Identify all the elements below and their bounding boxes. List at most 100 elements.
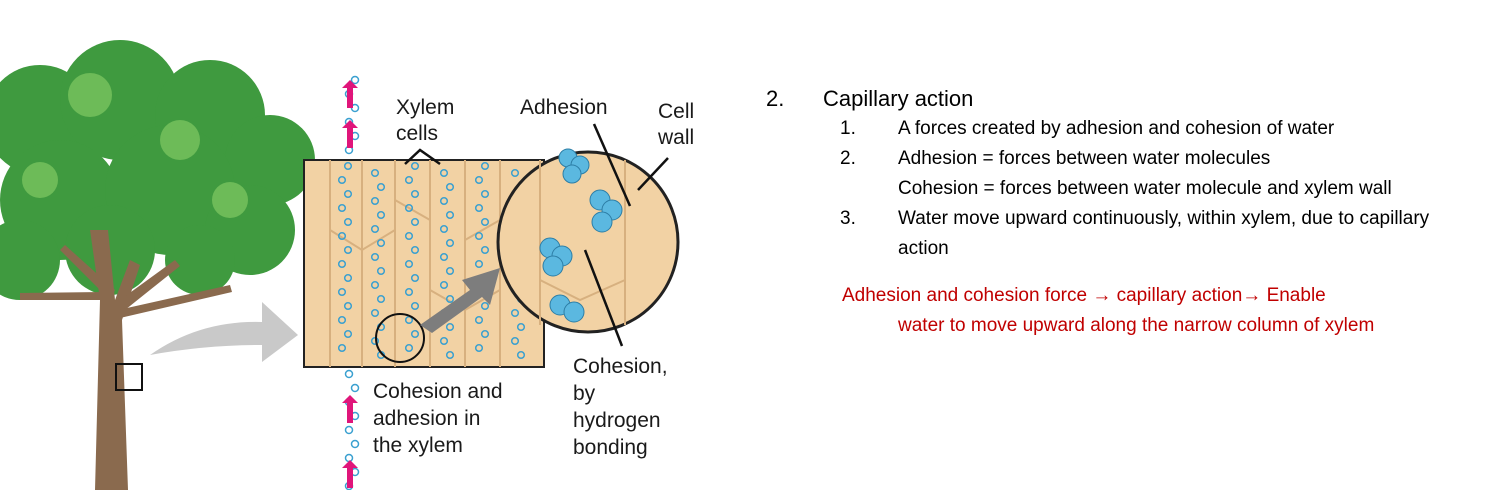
water-molecule <box>404 175 414 185</box>
water-molecule <box>480 301 490 311</box>
water-molecule <box>376 294 386 304</box>
water-molecule <box>474 175 484 185</box>
label-xylem: Xylem <box>396 96 454 119</box>
water-molecule <box>439 168 449 178</box>
water-molecule <box>376 210 386 220</box>
water-molecule <box>404 259 414 269</box>
water-molecule <box>343 245 353 255</box>
water-molecule <box>474 203 484 213</box>
label-adhesion-in: adhesion in <box>373 407 480 430</box>
item-text: Water move upward continuously, within x… <box>898 208 1430 259</box>
item-text: Cohesion = forces between water molecule… <box>898 178 1392 199</box>
label-cohesion: Cohesion, <box>573 355 668 378</box>
water-molecule <box>445 238 455 248</box>
water-molecule <box>516 322 526 332</box>
water-molecule <box>404 343 414 353</box>
sample-region-box <box>115 363 143 391</box>
water-molecule <box>337 315 347 325</box>
water-molecule <box>439 224 449 234</box>
water-molecule <box>510 168 520 178</box>
water-molecule <box>410 273 420 283</box>
water-molecule <box>410 217 420 227</box>
water-molecule <box>337 175 347 185</box>
upward-arrow <box>342 395 358 423</box>
water-molecule <box>376 182 386 192</box>
water-molecule <box>410 329 420 339</box>
zoom-origin-circle <box>375 313 425 363</box>
water-molecule <box>439 280 449 290</box>
label-cell: Cell <box>658 100 694 123</box>
water-molecule <box>445 266 455 276</box>
water-molecule <box>439 336 449 346</box>
water-molecule <box>439 196 449 206</box>
water-molecule <box>404 203 414 213</box>
water-molecule <box>370 252 380 262</box>
water-molecule <box>474 259 484 269</box>
water-molecule <box>370 308 380 318</box>
water-molecule <box>480 329 490 339</box>
water-molecule <box>370 196 380 206</box>
summary-line-2: water to move upward along the narrow co… <box>898 315 1375 336</box>
label-cohesion-and: Cohesion and <box>373 380 503 403</box>
water-molecule <box>439 252 449 262</box>
label-adhesion: Adhesion <box>520 96 608 119</box>
heading-text: Capillary action <box>823 86 974 111</box>
water-molecule <box>480 217 490 227</box>
water-molecule <box>337 203 347 213</box>
item-text: Adhesion = forces between water molecule… <box>898 148 1271 169</box>
water-molecule <box>350 383 360 393</box>
xylem-capillary-diagram: Xylem cells Adhesion Cell wall Cohesion,… <box>0 40 694 490</box>
water-molecule <box>474 231 484 241</box>
water-molecule <box>337 343 347 353</box>
water-molecule <box>404 287 414 297</box>
water-molecule <box>480 245 490 255</box>
water-molecule <box>376 266 386 276</box>
water-molecule <box>350 439 360 449</box>
label-cells: cells <box>396 122 438 145</box>
water-molecule <box>344 425 354 435</box>
item-number <box>840 174 898 204</box>
item-number: 1. <box>840 118 856 139</box>
summary-text: Adhesion and cohesion force → capillary … <box>842 281 1496 341</box>
water-molecule <box>410 189 420 199</box>
water-molecule <box>445 182 455 192</box>
notes-heading: 2. Capillary action <box>766 84 1496 114</box>
item-text: A forces created by adhesion and cohesio… <box>898 118 1335 139</box>
water-molecule <box>445 210 455 220</box>
water-molecule <box>370 280 380 290</box>
water-molecule <box>445 322 455 332</box>
water-molecule <box>343 329 353 339</box>
label-hydrogen: hydrogen <box>573 409 661 432</box>
water-molecule <box>370 336 380 346</box>
water-molecule <box>344 453 354 463</box>
item-number: 3. <box>840 208 856 229</box>
water-molecule <box>510 308 520 318</box>
list-item: 2. Adhesion = forces between water molec… <box>840 144 1496 174</box>
water-molecule <box>445 350 455 360</box>
water-molecule <box>474 343 484 353</box>
water-molecule <box>344 369 354 379</box>
magnify-arrow <box>420 268 500 333</box>
water-molecule <box>343 217 353 227</box>
tree-illustration <box>0 40 315 490</box>
water-molecule <box>370 224 380 234</box>
water-molecule <box>337 231 347 241</box>
magnified-view <box>496 123 680 347</box>
item-number: 2. <box>840 148 856 169</box>
water-molecule <box>480 189 490 199</box>
water-molecule <box>337 259 347 269</box>
label-the-xylem: the xylem <box>373 434 463 457</box>
list-item: Cohesion = forces between water molecule… <box>840 174 1496 204</box>
water-molecule <box>410 301 420 311</box>
label-bonding: bonding <box>573 436 648 459</box>
label-by: by <box>573 382 596 405</box>
water-molecule <box>480 161 490 171</box>
upward-arrow <box>342 460 358 488</box>
water-molecule <box>343 189 353 199</box>
summary-line-1: Adhesion and cohesion force → capillary … <box>842 285 1326 306</box>
upward-arrow <box>342 120 358 148</box>
water-molecule <box>343 161 353 171</box>
water-molecule <box>343 273 353 283</box>
water-molecule <box>370 168 380 178</box>
label-wall: wall <box>657 126 694 149</box>
